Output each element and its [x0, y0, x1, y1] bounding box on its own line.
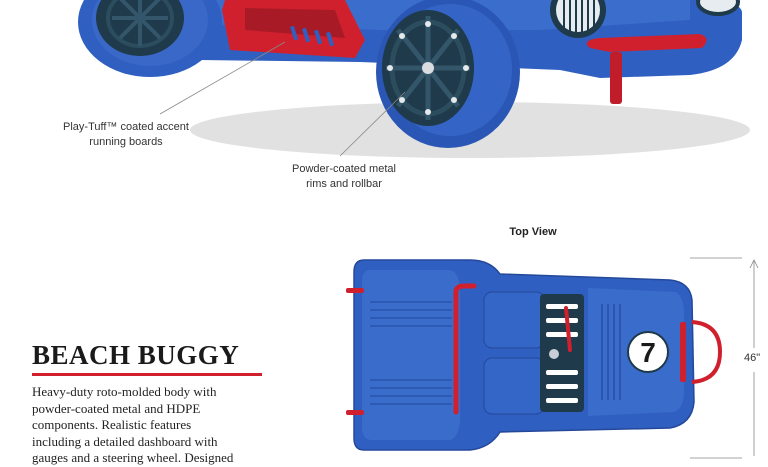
description-line: gauges and a steering wheel. Designed: [32, 450, 234, 465]
bumpers: [346, 288, 723, 415]
running-board: [222, 0, 365, 58]
description-line: Heavy-duty roto-molded body with: [32, 384, 217, 399]
product-title: BEACH BUGGY: [32, 340, 240, 370]
rear-wheel: [78, 0, 222, 77]
number-disc: 7: [627, 331, 669, 373]
description-line: powder-coated metal and HDPE: [32, 400, 201, 416]
rollbar: [453, 283, 572, 415]
rear-deck: [362, 270, 460, 440]
front-wheel: [376, 0, 520, 148]
product-description: Heavy-duty roto-molded body with powder-…: [32, 384, 292, 467]
width-dimension: 46": [744, 352, 761, 364]
callout-line: running boards: [89, 136, 163, 148]
callout-running-boards: Play-Tuff™ coated accent running boards: [46, 120, 206, 150]
seats: [483, 291, 584, 415]
callout-rims: Powder-coated metal rims and rollbar: [264, 162, 424, 192]
front-bumper: [586, 34, 707, 104]
callout-line: Play-Tuff™ coated accent: [63, 121, 189, 133]
leader-line-running-boards: [159, 41, 286, 115]
car-number: 7: [640, 337, 656, 368]
side-view-illustration: [78, 0, 750, 158]
dimension-indicator: [690, 257, 759, 459]
callout-line: Powder-coated metal: [292, 163, 396, 175]
callout-line: rims and rollbar: [306, 178, 382, 190]
leader-line-rims: [339, 91, 406, 157]
grille: [550, 0, 740, 38]
description-line: including a detailed dashboard with: [32, 433, 218, 449]
description-line: components. Realistic features: [32, 417, 192, 432]
top-view-label: Top View: [509, 226, 557, 238]
top-view-illustration: 7: [346, 257, 759, 459]
title-underline: [32, 373, 262, 376]
